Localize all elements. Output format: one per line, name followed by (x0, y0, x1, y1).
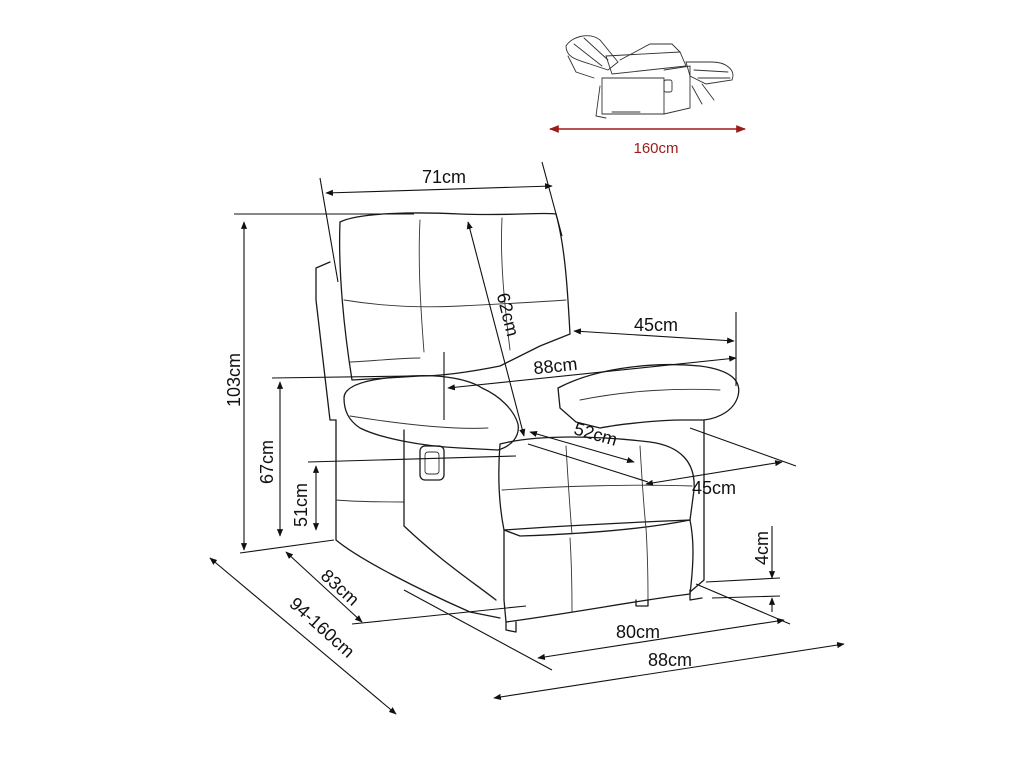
label-total-width: 88cm (648, 650, 692, 670)
label-inner-width: 88cm (532, 354, 578, 378)
reclined-width-label: 160cm (633, 140, 678, 157)
reclined-chair-thumbnail (565, 35, 734, 119)
label-backrest-height: 62cm (493, 291, 523, 339)
dimension-lines (209, 161, 845, 715)
label-armrest-depth: 45cm (634, 315, 678, 335)
label-armrest-height: 67cm (257, 440, 277, 484)
label-base-width: 80cm (616, 622, 660, 642)
label-total-height: 103cm (224, 353, 244, 407)
label-leg-height: 4cm (752, 531, 772, 565)
label-seat-height: 51cm (291, 483, 311, 527)
label-seat-width: 45cm (692, 478, 736, 498)
label-backrest-width: 71cm (422, 167, 466, 187)
label-seat-depth: 52cm (572, 419, 620, 450)
recliner-chair (315, 212, 740, 633)
